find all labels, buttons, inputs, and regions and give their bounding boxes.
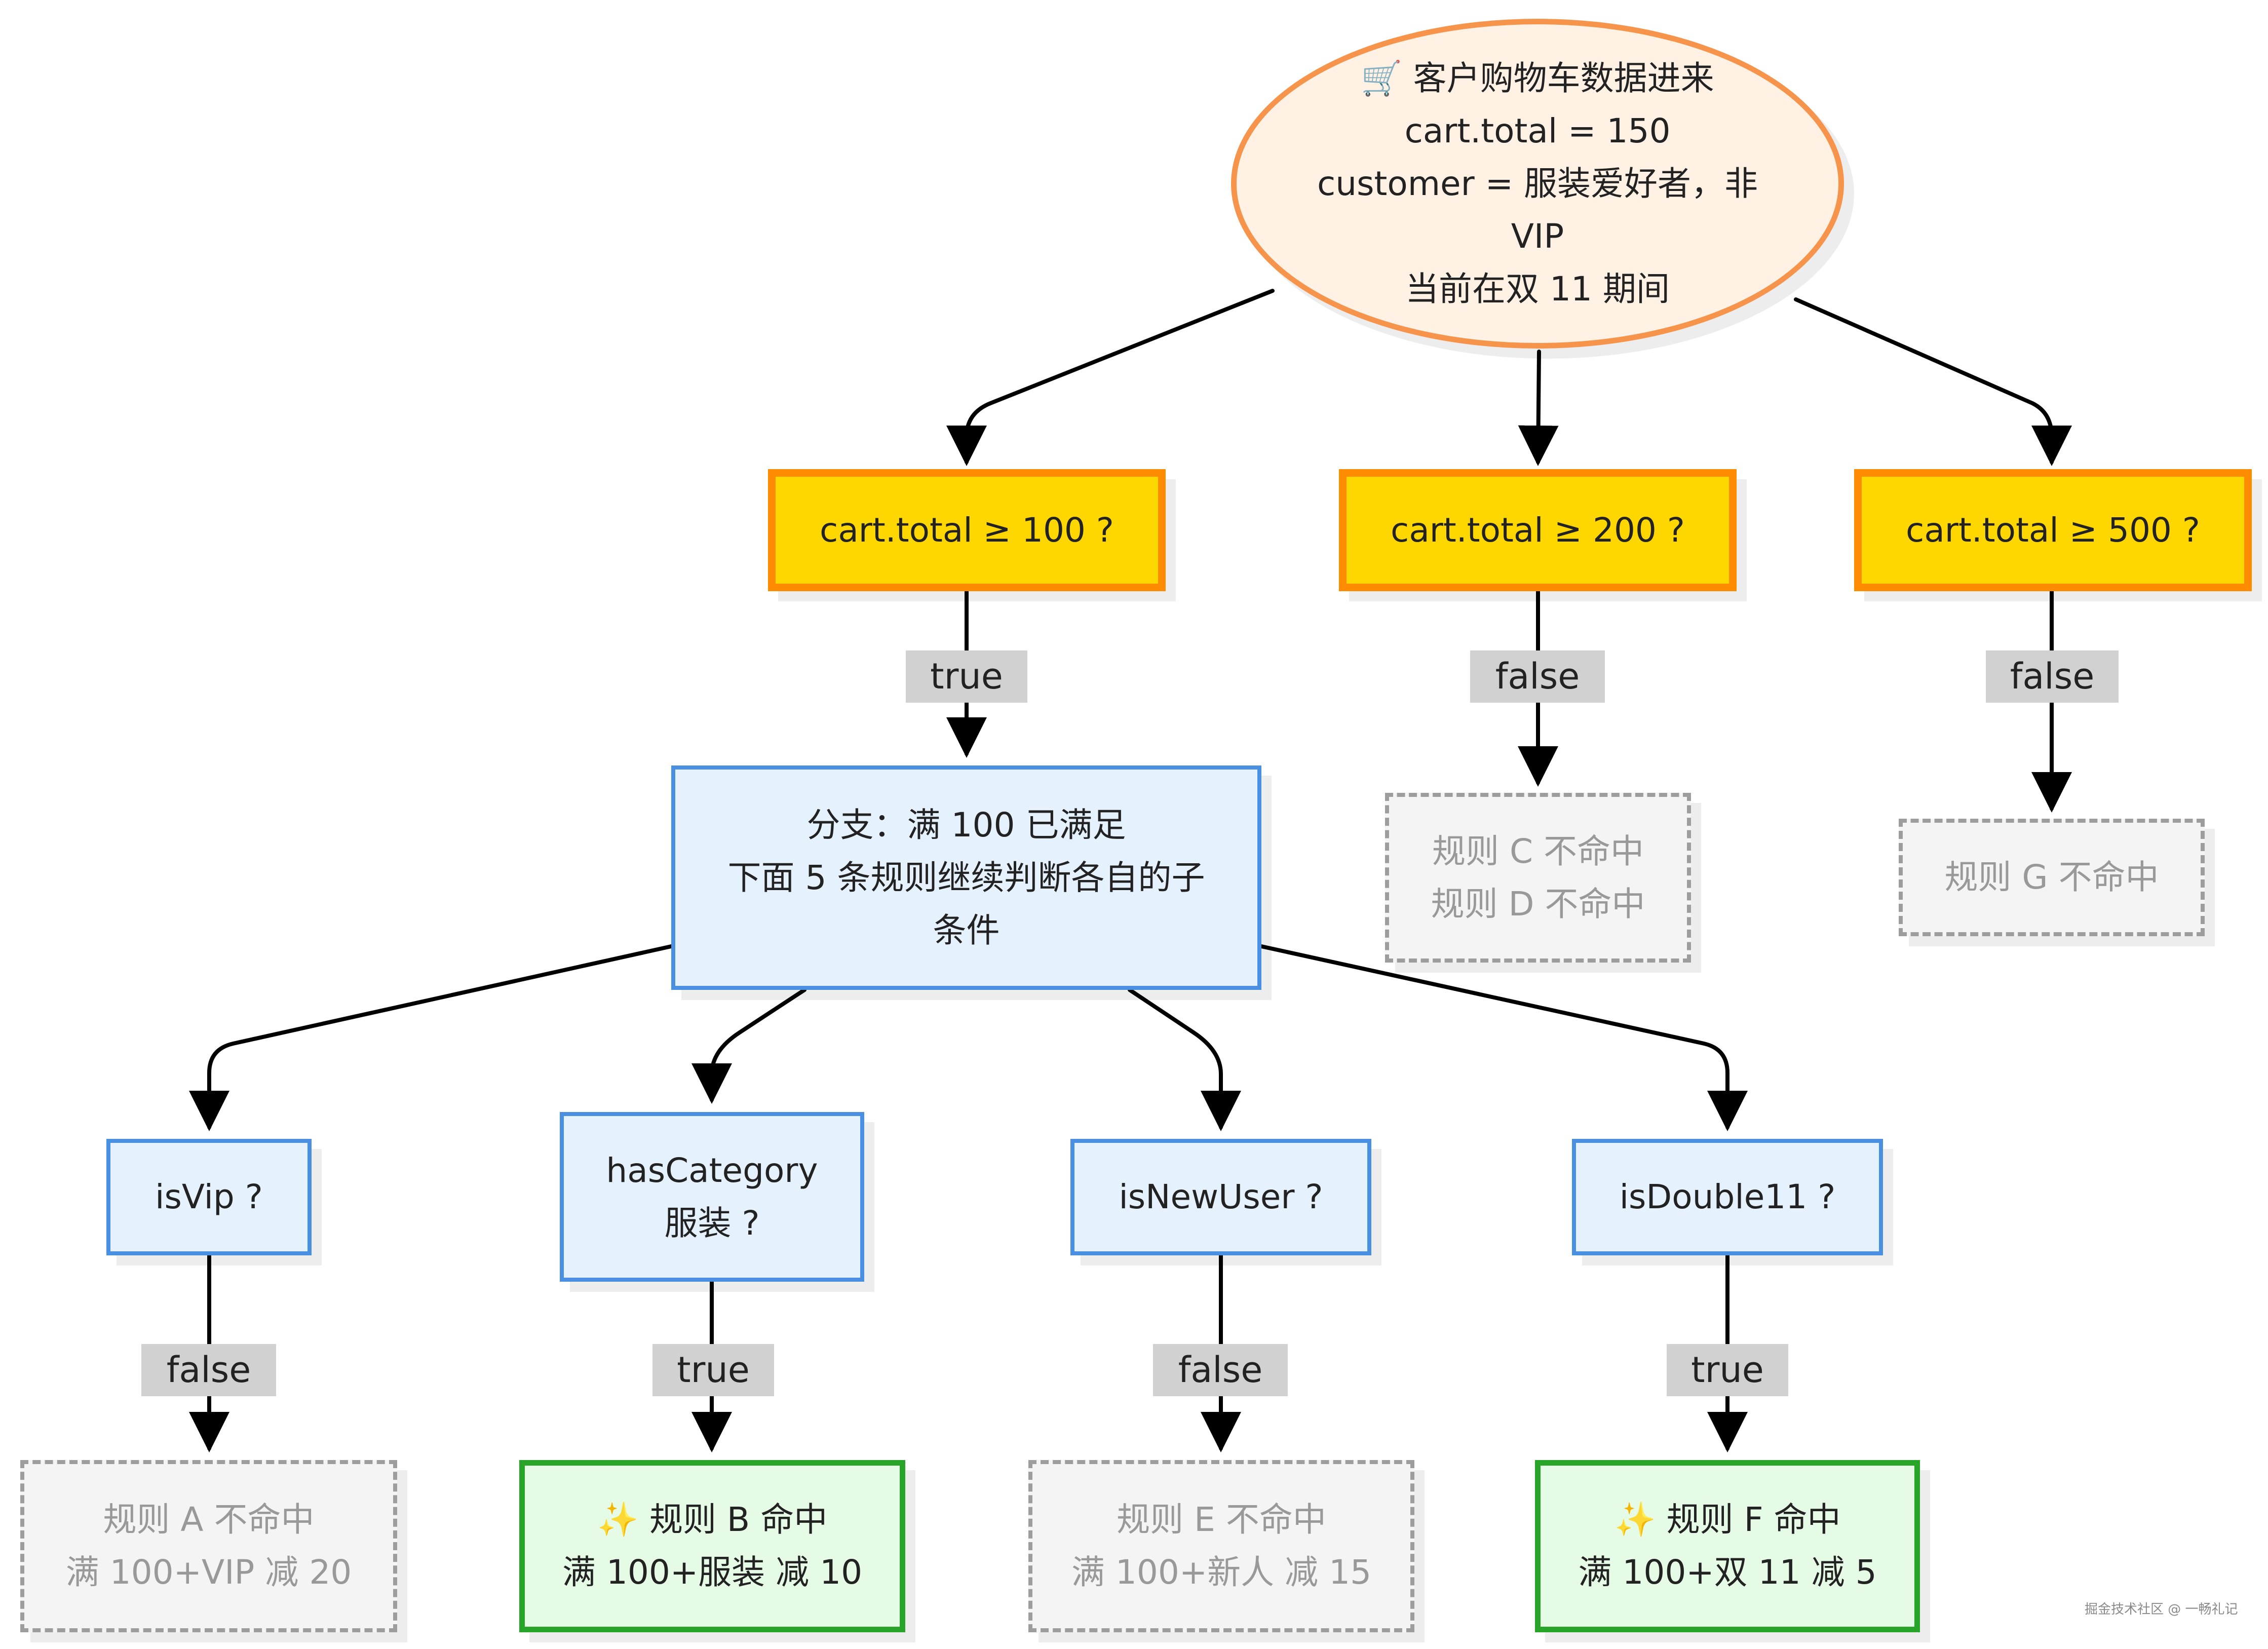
condition-label: cart.total ≥ 100 ? bbox=[820, 510, 1114, 550]
question-line: isVip ? bbox=[155, 1177, 263, 1216]
question-isvip: isVip ? bbox=[106, 1139, 312, 1255]
rule-line: ✨ 规则 F 命中 bbox=[1614, 1500, 1841, 1539]
start-line: VIP bbox=[1511, 216, 1564, 256]
edge-start-to-condition-500 bbox=[1794, 297, 2072, 466]
condition-total-200: cart.total ≥ 200 ? bbox=[1339, 469, 1737, 591]
rule-a-miss-node: 规则 A 不命中 满 100+VIP 减 20 bbox=[20, 1460, 397, 1632]
condition-total-500: cart.total ≥ 500 ? bbox=[1854, 469, 2252, 591]
start-line: customer = 服装爱好者，非 bbox=[1317, 164, 1758, 203]
condition-total-100: cart.total ≥ 100 ? bbox=[768, 469, 1166, 591]
rule-line: 满 100+服装 减 10 bbox=[562, 1553, 863, 1592]
branch-line: 下面 5 条规则继续判断各自的子 bbox=[727, 858, 1205, 897]
question-line: isNewUser ? bbox=[1119, 1177, 1323, 1216]
edge-branch-to-hascategory bbox=[691, 988, 806, 1104]
edge-start-to-condition-200 bbox=[1518, 350, 1559, 466]
question-line: hasCategory bbox=[606, 1151, 818, 1190]
question-isdouble11: isDouble11 ? bbox=[1572, 1139, 1883, 1255]
rule-f-hit-node: ✨ 规则 F 命中 满 100+双 11 减 5 bbox=[1535, 1460, 1920, 1632]
edge-label-false: false bbox=[1470, 650, 1605, 703]
condition-label: cart.total ≥ 200 ? bbox=[1391, 510, 1685, 550]
rule-line: 规则 C 不命中 bbox=[1432, 831, 1644, 871]
edge-start-to-condition-100 bbox=[946, 289, 1275, 466]
rule-e-miss-node: 规则 E 不命中 满 100+新人 减 15 bbox=[1028, 1460, 1414, 1632]
edge-label-false: false bbox=[141, 1344, 276, 1396]
rule-line: 规则 A 不命中 bbox=[103, 1500, 315, 1539]
start-line: 当前在双 11 期间 bbox=[1405, 269, 1670, 309]
question-line: 服装 ? bbox=[664, 1203, 760, 1243]
branch-node: 分支：满 100 已满足 下面 5 条规则继续判断各自的子 条件 bbox=[671, 765, 1261, 990]
question-isnewuser: isNewUser ? bbox=[1070, 1139, 1371, 1255]
edge-label-true: true bbox=[1667, 1344, 1788, 1396]
branch-line: 分支：满 100 已满足 bbox=[806, 805, 1126, 845]
branch-line: 条件 bbox=[933, 910, 1000, 950]
rule-line: 规则 G 不命中 bbox=[1944, 858, 2159, 897]
edge-label-true: true bbox=[906, 650, 1027, 703]
edge-label-false: false bbox=[1986, 650, 2119, 703]
edge-label-true: true bbox=[652, 1344, 774, 1396]
watermark: 掘金技术社区 @ 一畅礼记 bbox=[2085, 1602, 2238, 1617]
edge-branch-to-isnewuser bbox=[1128, 988, 1241, 1131]
rule-line: 满 100+双 11 减 5 bbox=[1578, 1553, 1877, 1592]
start-node: 🛒 客户购物车数据进来 cart.total = 150 customer = … bbox=[1231, 19, 1844, 349]
rule-line: 规则 D 不命中 bbox=[1431, 884, 1645, 924]
start-line: 🛒 客户购物车数据进来 bbox=[1361, 58, 1714, 98]
edge-label-false: false bbox=[1153, 1344, 1288, 1396]
rule-cd-miss-node: 规则 C 不命中 规则 D 不命中 bbox=[1385, 793, 1691, 963]
question-line: isDouble11 ? bbox=[1619, 1177, 1836, 1216]
question-hascategory: hasCategory 服装 ? bbox=[560, 1112, 864, 1282]
rule-g-miss-node: 规则 G 不命中 bbox=[1899, 819, 2205, 936]
edge-branch-to-isvip bbox=[189, 944, 673, 1131]
edge-branch-to-isdouble11 bbox=[1259, 944, 1748, 1131]
rule-line: 满 100+新人 减 15 bbox=[1071, 1553, 1372, 1592]
start-line: cart.total = 150 bbox=[1404, 111, 1671, 150]
rule-line: 规则 E 不命中 bbox=[1117, 1500, 1326, 1539]
rule-line: 满 100+VIP 减 20 bbox=[65, 1553, 352, 1592]
condition-label: cart.total ≥ 500 ? bbox=[1906, 510, 2200, 550]
rule-b-hit-node: ✨ 规则 B 命中 满 100+服装 减 10 bbox=[519, 1460, 905, 1632]
rule-line: ✨ 规则 B 命中 bbox=[597, 1500, 828, 1539]
